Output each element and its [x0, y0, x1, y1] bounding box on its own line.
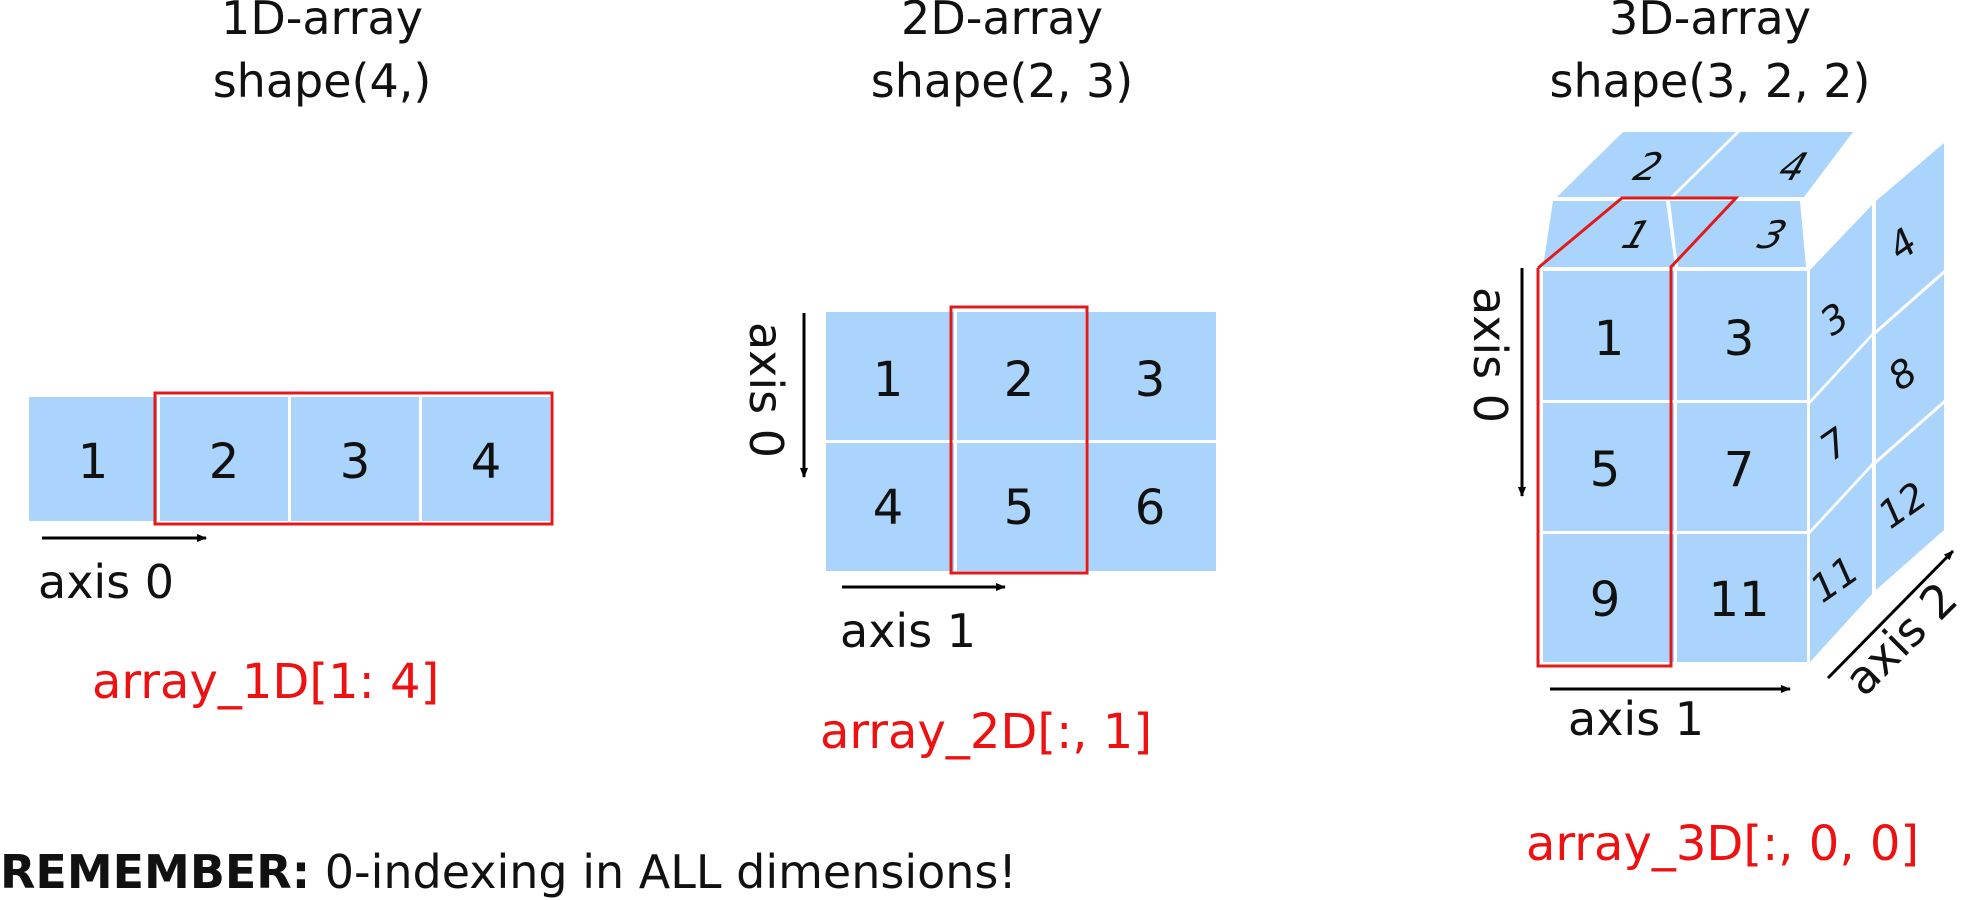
array-3d-axis-0-label: axis 0: [1463, 287, 1517, 423]
array-2d-value: 6: [1135, 480, 1166, 536]
array-3d-value: 7: [1724, 442, 1755, 498]
array-2d-value: 2: [1004, 352, 1035, 408]
array-2d-panel: 2D-array shape(2, 3) 1 2 3 4 5 6 axis 0 …: [739, 0, 1216, 760]
array-3d-front-cell: [1677, 271, 1807, 400]
array-2d-slice-code: array_2D[:, 1]: [820, 704, 1152, 760]
array-3d-front-cell: [1677, 403, 1807, 531]
array-3d-shape: shape(3, 2, 2): [1550, 54, 1871, 108]
array-2d-cell: [1088, 443, 1216, 571]
array-2d-value: 4: [873, 480, 904, 536]
array-3d-value: 3: [1724, 311, 1755, 367]
array-2d-shape: shape(2, 3): [871, 54, 1133, 108]
array-2d-cell: [826, 443, 954, 571]
array-3d-value: 5: [1590, 442, 1621, 498]
remember-text: 0-indexing in ALL dimensions!: [310, 845, 1017, 899]
array-3d-top-cell: [1674, 132, 1853, 197]
array-1d-cell: [422, 397, 550, 521]
array-1d-cell: [29, 397, 157, 521]
array-3d-front-cell: [1543, 403, 1674, 531]
array-3d-front-cell: [1677, 534, 1807, 662]
array-3d-side-cell: [1810, 205, 1872, 400]
array-2d-value: 5: [1004, 480, 1035, 536]
array-2d-axis-0-label: axis 0: [739, 322, 793, 458]
array-1d-cell: [160, 397, 288, 521]
array-3d-front-cell: [1543, 271, 1674, 400]
array-3d-axis-1-label: axis 1: [1568, 692, 1704, 746]
array-1d-selection-highlight: [153, 391, 554, 526]
array-3d-slice-code: array_3D[:, 0, 0]: [1526, 816, 1919, 872]
array-3d-value: 11: [1708, 572, 1769, 628]
array-1d-title: 1D-array: [221, 0, 423, 45]
array-2d-value: 1: [873, 352, 904, 408]
array-1d-value: 4: [471, 434, 502, 490]
array-1d-slice-code: array_1D[1: 4]: [92, 654, 439, 710]
array-3d-selection-highlight: [1536, 196, 1740, 668]
array-1d-axis-0-label: axis 0: [38, 555, 174, 609]
remember-note: REMEMBER: 0-indexing in ALL dimensions!: [0, 845, 1017, 899]
array-3d-top-cell: [1543, 201, 1675, 267]
array-2d-cell: [957, 312, 1085, 440]
array-3d-side-cell: [1876, 143, 1944, 330]
array-3d-value: 9: [1590, 572, 1621, 628]
array-2d-cell: [957, 443, 1085, 571]
array-3d-side-cell: [1810, 337, 1872, 530]
array-1d-value: 3: [340, 434, 371, 490]
array-2d-cell: [1088, 312, 1216, 440]
array-3d-side-cell: [1876, 404, 1944, 590]
array-2d-selection-highlight: [949, 305, 1089, 575]
array-3d-top-cell: [1557, 132, 1736, 197]
array-3d-front-cell: [1543, 534, 1674, 662]
array-1d-value: 2: [209, 434, 240, 490]
array-1d-shape: shape(4,): [213, 54, 432, 108]
array-3d-value: 1: [1594, 311, 1625, 367]
array-2d-cell: [826, 312, 954, 440]
array-2d-value: 3: [1135, 352, 1166, 408]
axis-2-arrow: [1826, 549, 1955, 680]
array-2d-title: 2D-array: [901, 0, 1103, 45]
array-2d-axis-1-label: axis 1: [840, 604, 976, 658]
array-1d-value: 1: [78, 434, 109, 490]
array-3d-top-cell: [1670, 201, 1806, 267]
array-3d-title: 3D-array: [1609, 0, 1811, 45]
array-3d-panel: 3D-array shape(3, 2, 2) 1 3 5 7 9 11 2 4…: [1463, 0, 1966, 872]
array-3d-side-cell: [1810, 467, 1872, 662]
array-3d-side-cell: [1876, 274, 1944, 460]
array-1d-panel: 1D-array shape(4,) 1 2 3 4 axis 0 array_…: [29, 0, 554, 710]
remember-label: REMEMBER:: [0, 845, 310, 899]
array-1d-cell: [291, 397, 419, 521]
